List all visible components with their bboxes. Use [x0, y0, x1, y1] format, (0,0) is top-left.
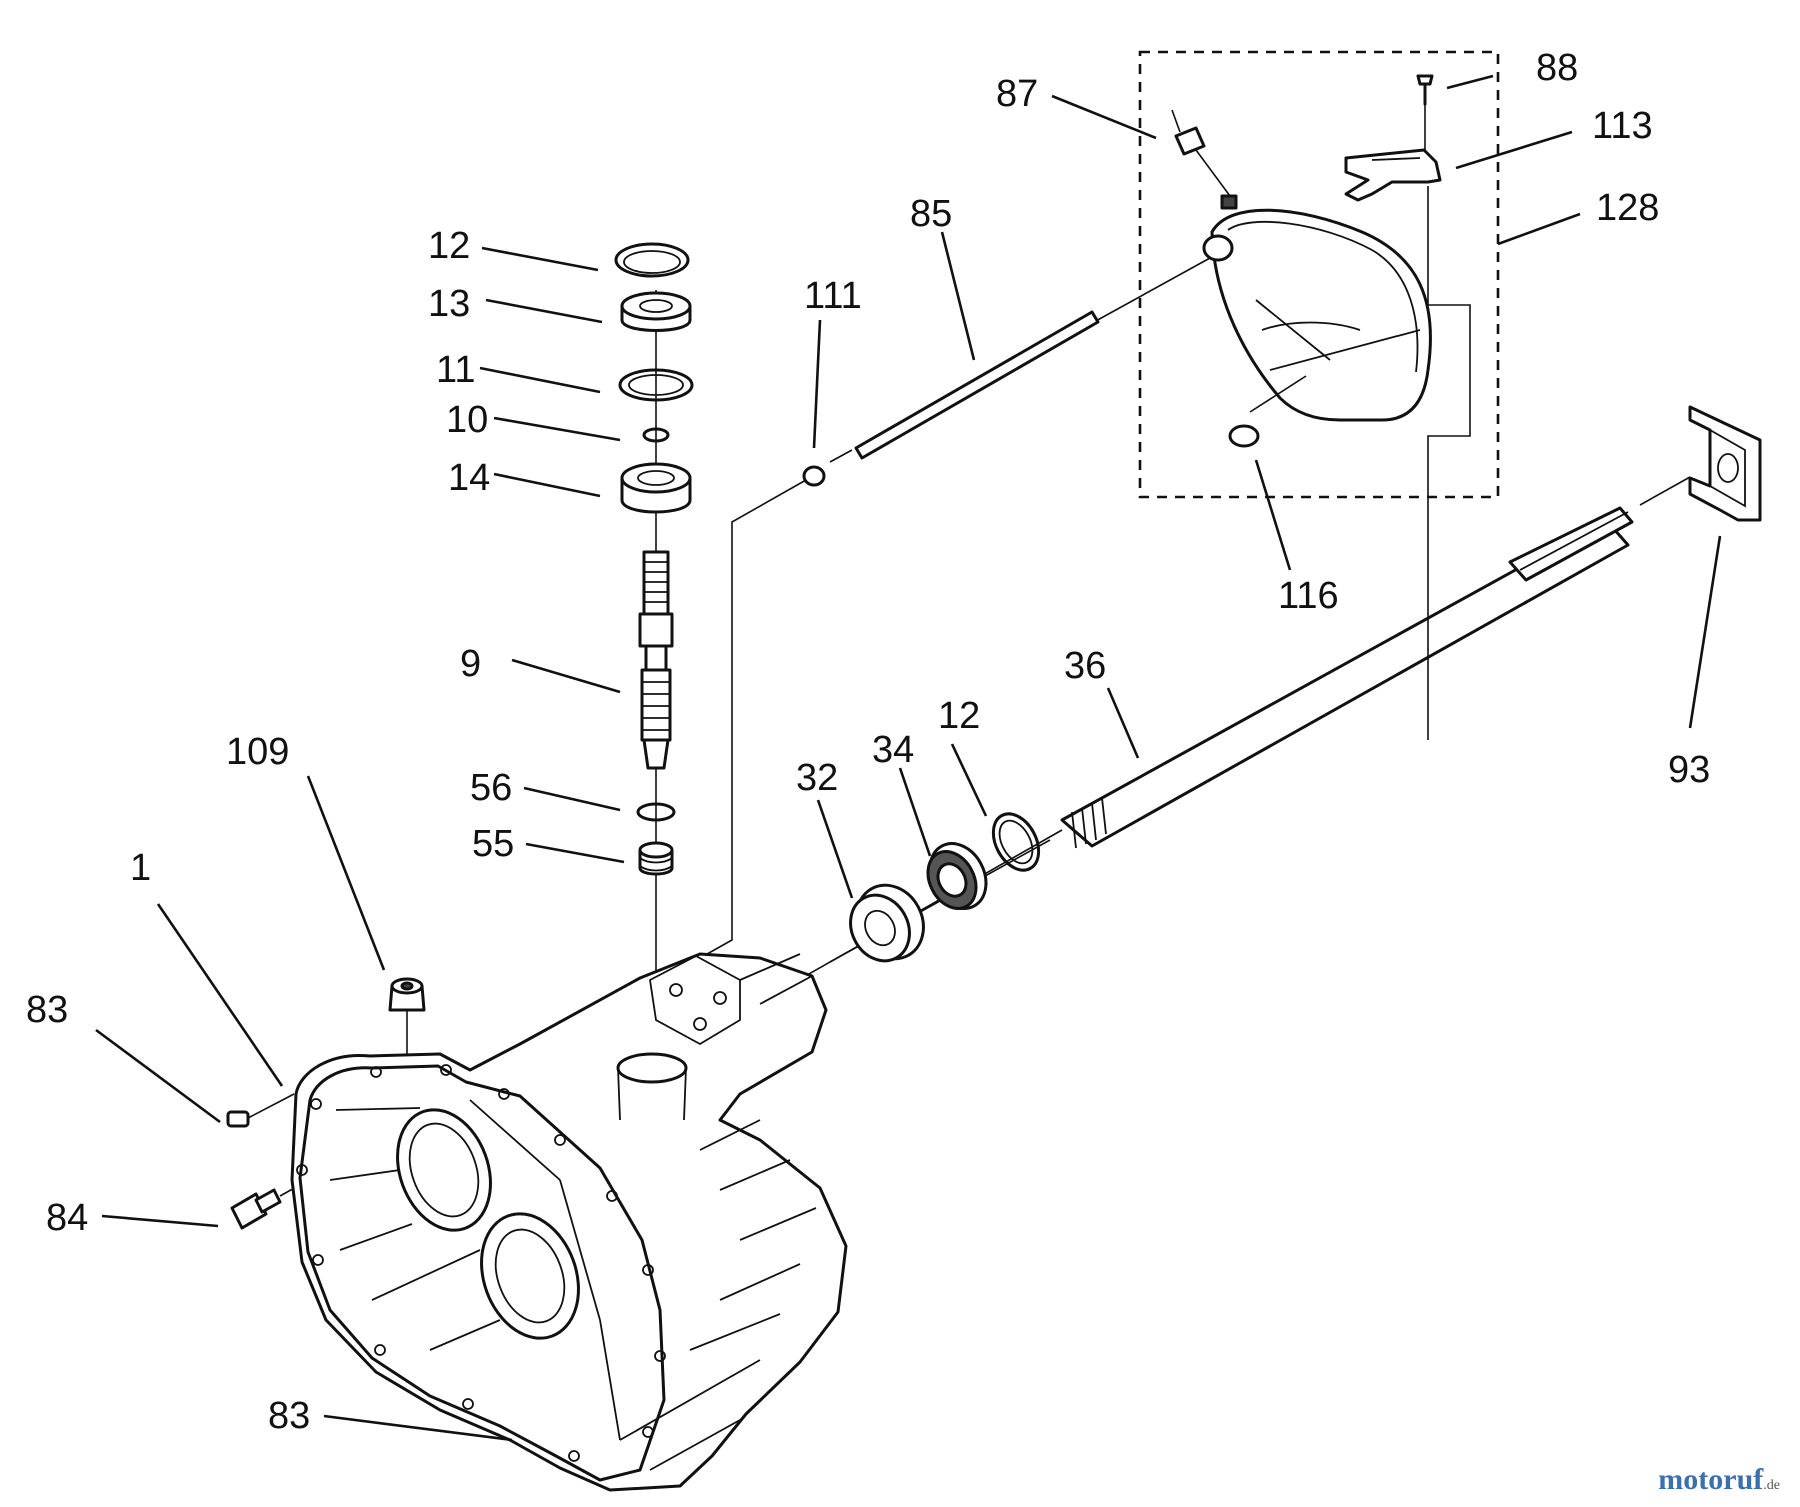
callout-93: 93 — [1668, 749, 1710, 791]
part-87-pin — [1171, 109, 1238, 210]
part-93-bracket — [1688, 405, 1762, 522]
callout-88: 88 — [1536, 47, 1578, 89]
callout-12-top: 12 — [428, 225, 470, 267]
leader-lines — [95, 74, 1722, 1442]
callout-36: 36 — [1064, 645, 1106, 687]
part-12-snap-ring-lower — [991, 812, 1041, 872]
part-109-breather — [388, 977, 426, 1012]
part-55-spring — [638, 841, 674, 876]
callout-labels: 88 87 113 128 85 111 12 13 11 10 14 116 … — [26, 47, 1710, 1437]
part-56-ring — [636, 802, 676, 822]
watermark-brand: motoruf — [1658, 1463, 1764, 1496]
part-32-bearing — [849, 883, 925, 963]
callout-116: 116 — [1278, 575, 1339, 617]
callout-9: 9 — [460, 643, 481, 685]
callout-109: 109 — [226, 731, 289, 773]
callout-32: 32 — [796, 757, 838, 799]
part-88-screw — [1416, 74, 1434, 150]
part-1-transaxle-case — [290, 952, 848, 1492]
assembly-128-dashed-box — [1138, 50, 1500, 499]
part-34-bearing — [926, 842, 988, 910]
part-111-washer — [802, 465, 826, 487]
part-12-snap-ring-top — [614, 242, 690, 278]
callout-1: 1 — [130, 847, 151, 889]
callout-10: 10 — [446, 399, 488, 441]
callout-113: 113 — [1592, 105, 1653, 147]
part-11-ring — [618, 368, 694, 402]
callout-83-upper: 83 — [26, 989, 68, 1031]
callout-11: 11 — [436, 349, 475, 391]
part-13-bearing — [620, 291, 692, 332]
callout-84: 84 — [46, 1197, 88, 1239]
part-116-plug — [1228, 424, 1260, 448]
callout-14: 14 — [448, 457, 490, 499]
part-113-shift-arm — [1344, 148, 1442, 202]
callout-55: 55 — [472, 823, 514, 865]
callout-111: 111 — [804, 275, 862, 317]
callout-56: 56 — [470, 767, 512, 809]
part-84-fitting — [230, 1188, 282, 1230]
callout-83-lower: 83 — [268, 1395, 310, 1437]
part-10-small-ring — [642, 427, 670, 443]
part-14-bearing — [620, 462, 692, 514]
callout-87: 87 — [996, 73, 1038, 115]
watermark-logo: motoruf.de — [1658, 1463, 1780, 1497]
part-36-shaft — [1060, 506, 1634, 849]
callout-85: 85 — [910, 193, 952, 235]
callout-13: 13 — [428, 283, 470, 325]
callout-128: 128 — [1596, 187, 1659, 229]
callout-34: 34 — [872, 729, 914, 771]
part-85-rod — [854, 310, 1100, 460]
part-9-input-shaft — [638, 550, 674, 770]
part-83-plug-upper — [226, 1110, 250, 1128]
watermark-suffix: .de — [1763, 1478, 1780, 1493]
callout-12-lower: 12 — [938, 695, 980, 737]
part-128-cover — [1202, 208, 1432, 422]
